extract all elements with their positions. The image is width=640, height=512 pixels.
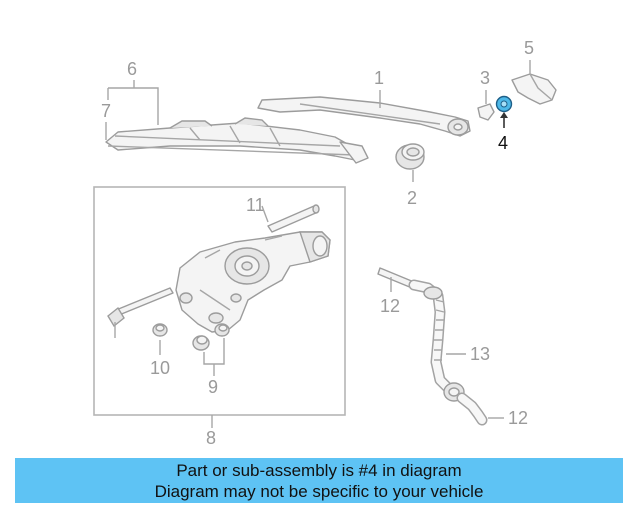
part-5-cover (511, 73, 557, 105)
label-12a: 12 (380, 296, 400, 316)
label-6: 6 (127, 59, 137, 79)
label-4: 4 (498, 133, 508, 153)
info-banner: Part or sub-assembly is #4 in diagram Di… (15, 458, 623, 503)
motor-assembly-box (93, 186, 346, 416)
wiper-motor (175, 231, 331, 333)
part-4-nut-highlighted[interactable] (495, 95, 513, 113)
label-5: 5 (524, 38, 534, 58)
label-8: 8 (206, 428, 216, 448)
label-12b: 12 (508, 408, 528, 428)
label-10: 10 (150, 358, 170, 378)
banner-line-2: Diagram may not be specific to your vehi… (154, 482, 484, 501)
banner-line-1: Part or sub-assembly is #4 in diagram (176, 461, 462, 480)
wiper-blade (105, 117, 369, 164)
leader-4-arrow (500, 112, 508, 118)
motor-mount-bolt (107, 287, 174, 338)
leader-11 (261, 205, 269, 223)
label-3: 3 (480, 68, 490, 88)
label-7: 7 (101, 101, 111, 121)
washer-hose (377, 267, 488, 426)
label-13: 13 (470, 344, 490, 364)
part-10-grommet (152, 323, 168, 337)
part-9-grommets (192, 323, 230, 351)
part-11-bolt (267, 204, 320, 233)
label-11: 11 (246, 195, 265, 215)
leader-6-bracket (108, 87, 159, 125)
wiper-arm (257, 96, 471, 137)
label-2: 2 (407, 188, 417, 208)
part-3-cap (477, 103, 495, 121)
label-9: 9 (208, 377, 218, 397)
label-1: 1 (374, 68, 384, 88)
part-2-bushing (395, 143, 425, 170)
